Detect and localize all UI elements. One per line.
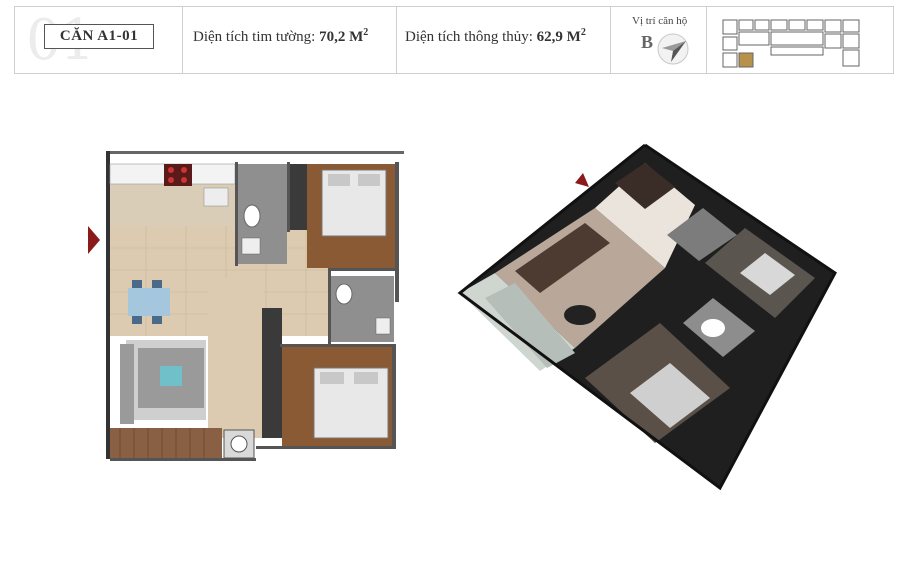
wall-area-unit-sup: 2 <box>363 27 369 38</box>
key-plan-map <box>722 19 860 68</box>
clear-area-label: Diện tích thông thủy: <box>405 29 533 45</box>
clear-area-unit-sup: 2 <box>580 27 586 38</box>
highlighted-unit <box>738 52 754 68</box>
wall-area-label: Diện tích tim tường: <box>193 29 316 45</box>
header-divider <box>396 7 397 73</box>
floor-plan-3d <box>457 143 837 491</box>
cooktop-icon <box>164 164 192 186</box>
header-divider <box>182 7 183 73</box>
compass-icon <box>657 33 689 65</box>
sofa <box>120 344 134 424</box>
apartment-code-label: CĂN A1-01 <box>44 24 154 49</box>
dining-table <box>128 288 170 316</box>
entrance-arrow-icon <box>88 226 100 254</box>
toilet-icon <box>335 283 353 305</box>
position-label: Vị trí căn hộ <box>632 15 688 27</box>
header-divider <box>706 7 707 73</box>
toilet-icon <box>243 204 261 228</box>
position-letter: B <box>641 32 654 52</box>
clear-area-text: Diện tích thông thủy: 62,9 M2 <box>405 27 586 46</box>
clear-area-value: 62,9 M <box>536 29 581 45</box>
wall-area-text: Diện tích tim tường: 70,2 M2 <box>193 27 368 46</box>
header-bar <box>14 6 894 74</box>
wall-area-value: 70,2 M <box>319 29 364 45</box>
header-divider <box>610 7 611 73</box>
entrance-arrow-icon <box>575 173 589 187</box>
floor-plan-2d <box>88 151 404 461</box>
sink-icon <box>203 187 229 207</box>
